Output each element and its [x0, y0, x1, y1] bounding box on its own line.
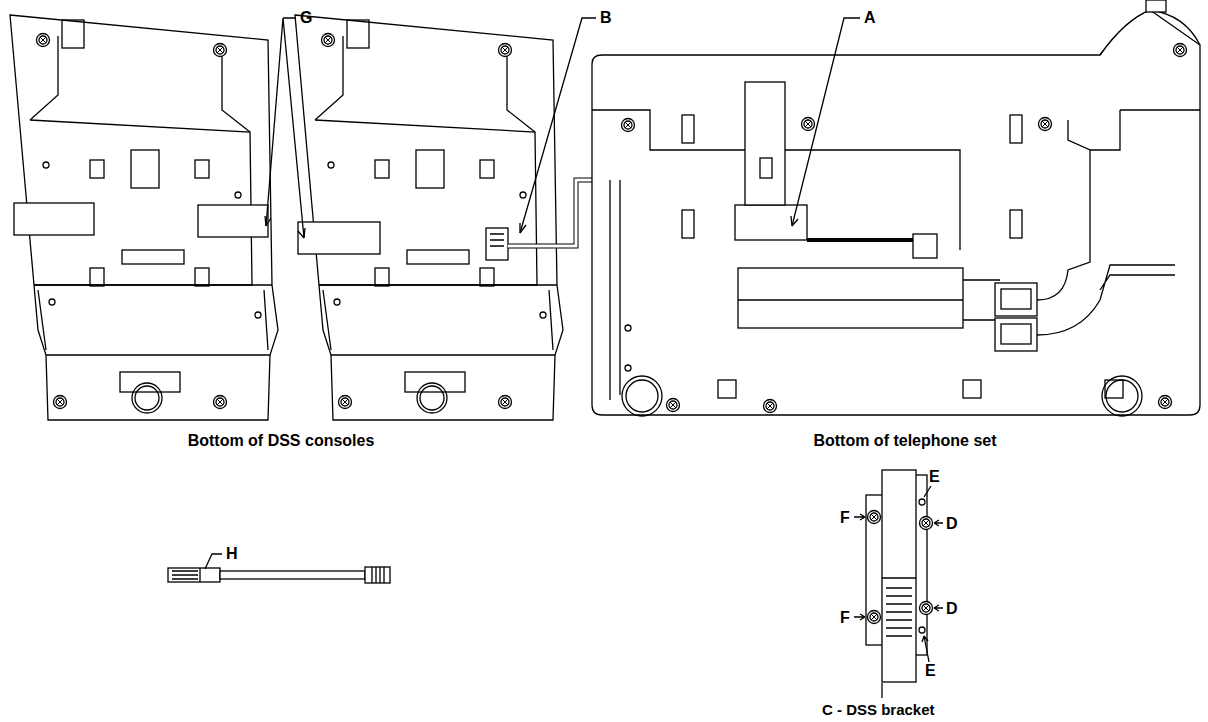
callout-letter: E — [925, 662, 936, 680]
callout-letter: A — [864, 9, 876, 27]
callout-letter: G — [300, 9, 312, 27]
figure-caption: Bottom of telephone set — [813, 432, 996, 450]
callout-letter: F — [840, 509, 850, 527]
callout-letter: H — [226, 545, 238, 563]
figure-caption: Bottom of DSS consoles — [188, 432, 375, 450]
callout-letter: B — [600, 9, 612, 27]
part-label: C - DSS bracket — [822, 701, 935, 719]
callout-letter: D — [946, 600, 958, 618]
callout-letter: F — [840, 609, 850, 627]
callout-letter: D — [946, 515, 958, 533]
callout-letter: E — [929, 468, 940, 486]
